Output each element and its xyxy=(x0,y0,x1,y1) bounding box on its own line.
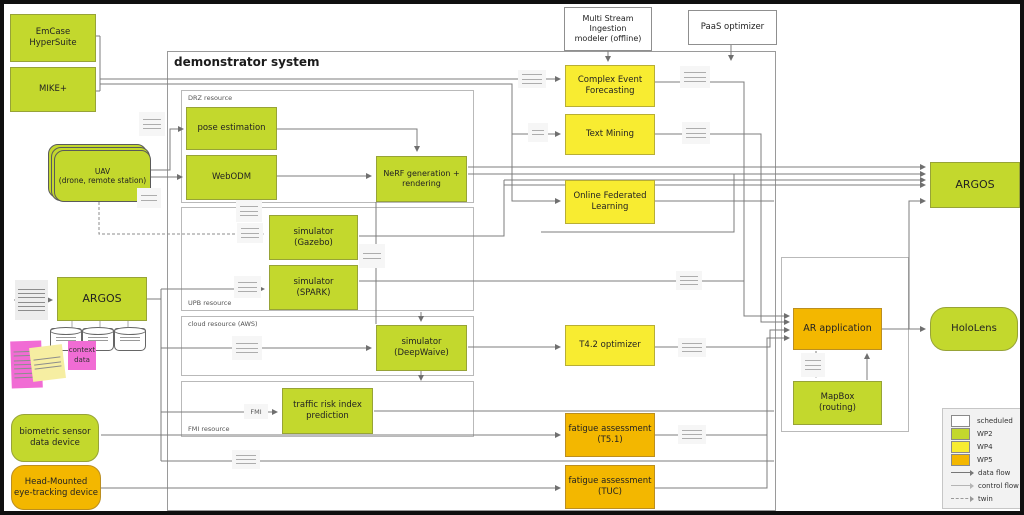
flow-label xyxy=(676,271,702,290)
drz-resource-container xyxy=(181,90,474,203)
node-ar-application: AR application xyxy=(793,308,882,350)
node-t42-optimizer: T4.2 optimizer xyxy=(565,325,655,366)
node-hololens: HoloLens xyxy=(930,307,1018,351)
twin-line-icon xyxy=(951,495,974,502)
legend: scheduled WP2 WP4 WP5 data flow control … xyxy=(942,408,1020,509)
node-webodm: WebODM xyxy=(186,155,277,200)
legend-swatch-wp2 xyxy=(951,427,970,440)
node-argos-left: ARGOS xyxy=(57,277,147,321)
node-mike-plus: MIKE+ xyxy=(10,67,96,112)
upb-resource-container xyxy=(181,207,474,311)
legend-item-twin: twin xyxy=(951,492,1020,505)
node-simulator-deepwaive: simulator (DeepWaive) xyxy=(376,325,467,371)
flow-label xyxy=(234,276,261,298)
fmi-flow-label: FMI xyxy=(244,404,268,419)
legend-item-wp2: WP2 xyxy=(951,427,1020,440)
node-multi-stream-ingestion: Multi Stream Ingestion modeler (offline) xyxy=(564,7,652,51)
node-mapbox-routing: MapBox (routing) xyxy=(793,381,882,425)
node-simulator-spark: simulator (SPARK) xyxy=(269,265,358,310)
node-uav: UAV (drone, remote station) xyxy=(54,150,151,202)
connection-lines xyxy=(14,35,926,491)
data-flow-line-icon xyxy=(951,469,974,476)
node-complex-event-forecasting: Complex Event Forecasting xyxy=(565,65,655,107)
flow-label xyxy=(139,112,165,136)
flow-label xyxy=(232,450,260,469)
demonstrator-system-container xyxy=(167,51,776,511)
flow-label xyxy=(678,338,706,357)
legend-swatch-scheduled xyxy=(951,414,970,427)
legend-item-wp4: WP4 xyxy=(951,440,1020,453)
cloud-resource-label: cloud resource (AWS) xyxy=(188,320,258,328)
legend-item-wp5: WP5 xyxy=(951,453,1020,466)
node-emcase-hypersuite: EmCase HyperSuite xyxy=(10,14,96,62)
flow-label xyxy=(236,200,262,222)
sticky-note-yellow xyxy=(29,344,66,382)
node-fatigue-assessment-t51: fatigue assessment (T5.1) xyxy=(565,413,655,457)
flow-label xyxy=(682,122,710,144)
node-fatigue-assessment-tuc: fatigue assessment (TUC) xyxy=(565,465,655,509)
flow-label xyxy=(137,188,161,208)
flow-label xyxy=(680,66,710,88)
sticky-note-context-data: context data xyxy=(68,341,96,370)
fmi-resource-container xyxy=(181,381,474,437)
node-biometric-sensor: biometric sensor data device xyxy=(11,414,99,462)
annotation-note xyxy=(15,280,48,320)
control-flow-line-icon xyxy=(951,482,974,489)
legend-item-data-flow: data flow xyxy=(951,466,1020,479)
node-argos-right: ARGOS xyxy=(930,162,1020,208)
legend-item-scheduled: scheduled xyxy=(951,414,1020,427)
upb-resource-label: UPB resource xyxy=(188,299,232,307)
flow-label xyxy=(359,244,385,268)
flow-label xyxy=(528,123,548,142)
flow-label xyxy=(237,223,263,243)
database-icon xyxy=(114,327,146,351)
legend-swatch-wp4 xyxy=(951,440,970,453)
node-online-federated-learning: Online Federated Learning xyxy=(565,180,655,224)
legend-swatch-wp5 xyxy=(951,453,970,466)
node-paas-optimizer: PaaS optimizer xyxy=(688,10,777,45)
fmi-resource-label: FMI resource xyxy=(188,425,230,433)
ar-group-container xyxy=(781,257,909,432)
node-simulator-gazebo: simulator (Gazebo) xyxy=(269,215,358,260)
flow-label xyxy=(518,70,546,88)
node-nerf-generation: NeRF generation + rendering xyxy=(376,156,467,202)
node-text-mining: Text Mining xyxy=(565,114,655,155)
node-pose-estimation: pose estimation xyxy=(186,107,277,150)
legend-item-control-flow: control flow xyxy=(951,479,1020,492)
drz-resource-label: DRZ resource xyxy=(188,94,233,102)
flow-label xyxy=(232,336,262,360)
cloud-resource-container xyxy=(181,316,474,376)
flow-label xyxy=(678,425,706,444)
demonstrator-system-title: demonstrator system xyxy=(174,55,320,69)
node-eye-tracking-device: Head-Mounted eye-tracking device xyxy=(11,465,101,510)
flow-label xyxy=(801,353,825,377)
node-traffic-risk-index: traffic risk index prediction xyxy=(282,388,373,434)
